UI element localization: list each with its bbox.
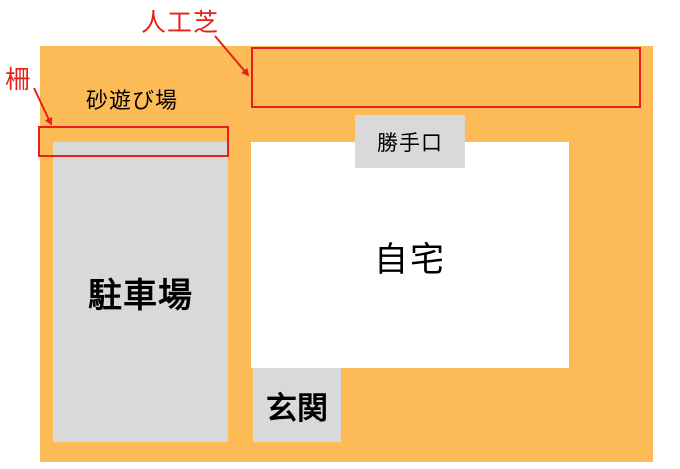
fence-label: 柵 [5,65,31,94]
parking-area: 駐車場 [53,142,228,442]
parking-label: 駐車場 [88,275,193,316]
artificial-turf-highlight [251,47,641,108]
fence-highlight [38,126,229,157]
sandbox-label: 砂遊び場 [86,89,179,114]
back-door-label: 勝手口 [377,130,443,155]
turf-arrow-icon [214,35,250,77]
entrance-area: 玄関 [253,368,341,442]
fence-arrow-icon [33,87,53,126]
house-label: 自宅 [374,239,446,280]
entrance-label: 玄関 [266,390,328,427]
house-area: 自宅 [251,142,569,368]
artificial-turf-label: 人工芝 [141,8,220,37]
back-door-area: 勝手口 [355,115,465,168]
